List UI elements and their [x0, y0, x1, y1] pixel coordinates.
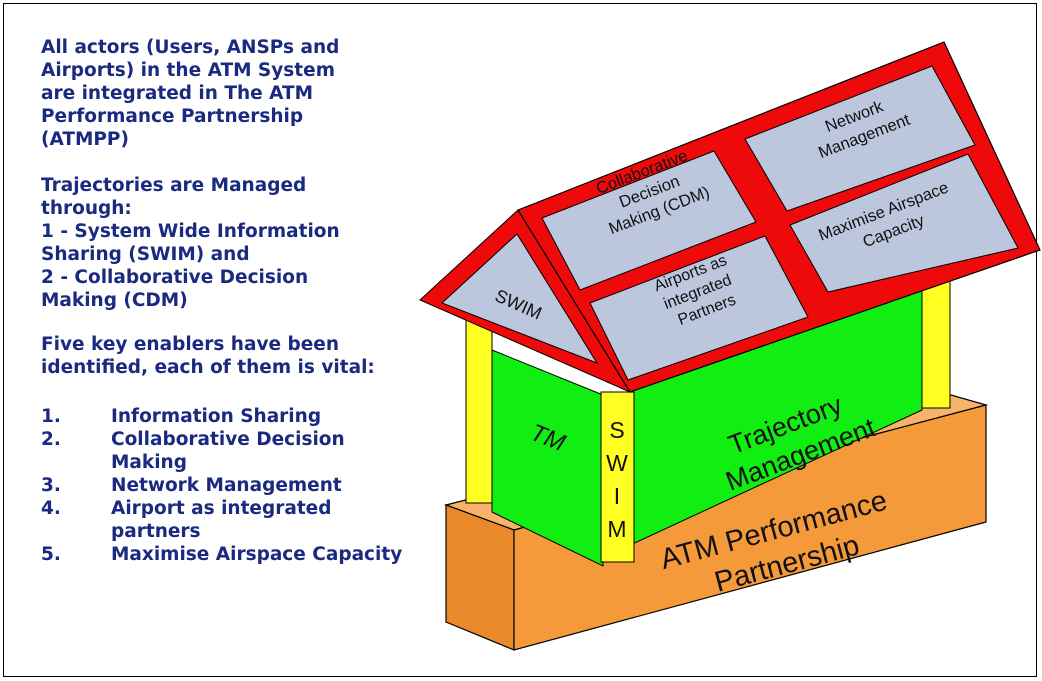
trajectories-line: through: — [41, 198, 132, 219]
pillar-back-left — [465, 317, 493, 504]
list-item: 5. Maximise Airspace Capacity — [41, 543, 461, 566]
trajectories-line: Sharing (SWIM) and — [41, 244, 250, 265]
swim-pillar — [600, 391, 635, 563]
list-item: 1. Information Sharing — [41, 405, 461, 428]
list-item: 3. Network Management — [41, 474, 461, 497]
list-item-number: 4. — [41, 498, 61, 519]
list-item-number: 5. — [41, 544, 61, 565]
swim-pillar-letter: M — [607, 516, 626, 542]
intro-line: All actors (Users, ANSPs and — [41, 37, 340, 58]
trajectories-line: 2 - Collaborative Decision — [41, 267, 309, 288]
swim-pillar-letter: I — [614, 483, 620, 509]
trajectories-line: Making (CDM) — [41, 290, 188, 311]
intro-line: Airports) in the ATM System — [41, 60, 335, 81]
enablers-line: Five key enablers have been — [41, 334, 339, 355]
intro-paragraph: All actors (Users, ANSPs and Airports) i… — [41, 36, 461, 151]
enablers-list: 1. Information Sharing 2. Collaborative … — [41, 405, 461, 566]
enablers-line: identified, each of them is vital: — [41, 357, 375, 378]
list-item-label: Information Sharing — [111, 406, 322, 427]
trajectories-line: 1 - System Wide Information — [41, 221, 340, 242]
intro-line: Performance Partnership — [41, 106, 304, 127]
list-item-number: 3. — [41, 475, 61, 496]
intro-line: are integrated in The ATM — [41, 83, 314, 104]
base-left-face — [445, 504, 515, 651]
enablers-paragraph: Five key enablers have been identified, … — [41, 333, 461, 379]
list-item-number: 1. — [41, 406, 61, 427]
swim-pillar-letter: W — [606, 450, 628, 476]
gable-panel — [441, 233, 599, 365]
list-item-number: 2. — [41, 429, 61, 450]
slide-frame — [3, 3, 1037, 677]
text-column: All actors (Users, ANSPs and Airports) i… — [41, 36, 461, 566]
roof-panel-cdm — [541, 150, 757, 291]
roof-panel-airspace — [789, 153, 1019, 293]
roof-panel-airports — [589, 235, 809, 381]
list-item-label: Maximise Airspace Capacity — [111, 544, 403, 565]
trajectories-line: Trajectories are Managed — [41, 175, 307, 196]
list-item-label: Network Management — [111, 475, 342, 496]
trajectories-paragraph: Trajectories are Managed through: 1 - Sy… — [41, 174, 461, 312]
roof-panel-network — [744, 65, 976, 212]
intro-line: (ATMPP) — [41, 129, 129, 150]
wall-side — [491, 349, 604, 567]
swim-pillar-letter: S — [609, 417, 624, 443]
